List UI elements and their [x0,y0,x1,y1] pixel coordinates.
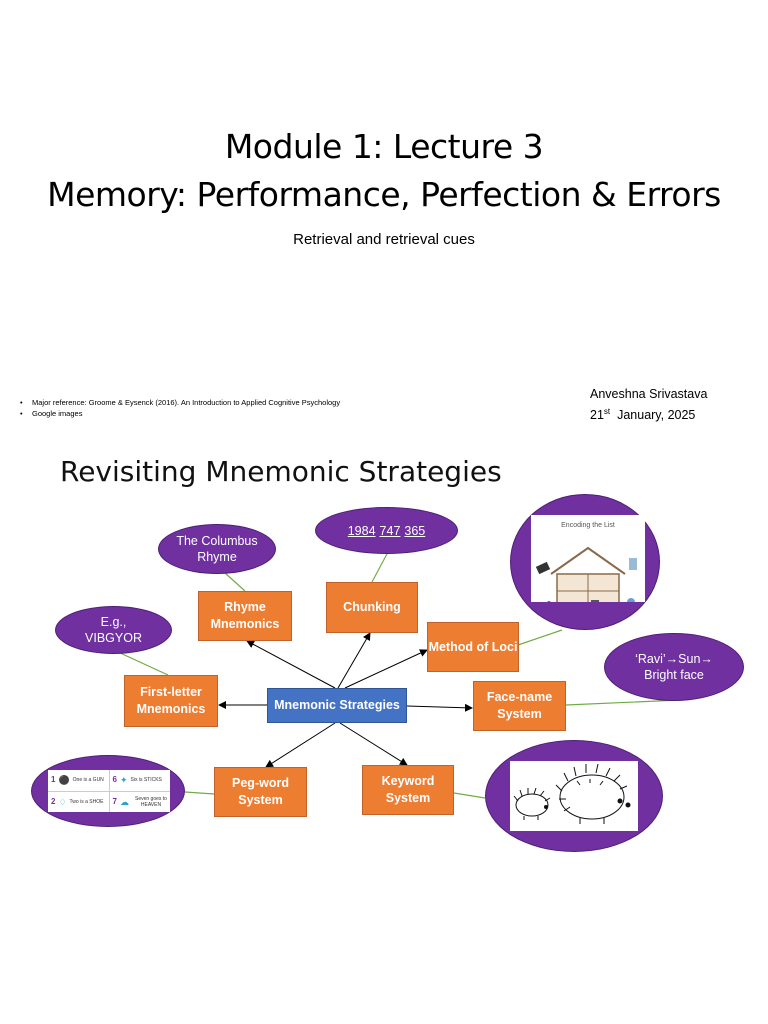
arrow-to-face-name [406,703,473,712]
rhyme-mnemonics-node: Rhyme Mnemonics [198,591,292,641]
arrow-to-rhyme [246,640,336,689]
references-list: Major reference: Groome & Eysenck (2016)… [20,397,340,419]
ravi-sun-ellipse: ‘Ravi’→Sun→ Bright face [604,633,744,701]
lecture-subtitle-heading: Memory: Performance, Perfection & Errors [47,175,721,214]
author-name: Anveshna Srivastava [590,387,708,401]
lecture-date: 21st January, 2025 [590,407,696,423]
link-loci-image [517,629,563,646]
author-block: Anveshna Srivastava 21st January, 2025 [590,386,707,424]
chunk-number: 1984 [347,523,376,538]
loci-image-ellipse: Encoding the List [510,494,660,630]
peg-word-image: 1 ⚫ One is a GUN 6 ✦ Six is STICKS 2 ♢ T… [48,770,170,812]
link-chunking-numbers [371,551,389,583]
lecture-title: Module 1: Lecture 3 [224,127,544,166]
chunk-number: 365 [404,523,426,538]
link-keyword-image [453,792,486,799]
slide-title: Revisiting Mnemonic Strategies [60,455,502,488]
face-name-system-node: Face-name System [473,681,566,731]
peg-word-image-ellipse: 1 ⚫ One is a GUN 6 ✦ Six is STICKS 2 ♢ T… [31,755,185,827]
first-letter-mnemonics-node: First-letter Mnemonics [124,675,218,727]
chunking-example-ellipse: 1984 747 365 [315,507,458,554]
arrow-to-peg-word [265,722,336,768]
reference-item: Major reference: Groome & Eysenck (2016)… [20,397,340,408]
keyword-system-node: Keyword System [362,765,454,815]
hedgehog-image [510,761,638,831]
mnemonic-strategies-node: Mnemonic Strategies [267,688,407,723]
arrow-to-chunking [337,632,371,689]
lecture-topic: Retrieval and retrieval cues [293,231,475,248]
link-facename-ravi [565,699,681,706]
reference-item: Google images [20,408,340,419]
chunking-node: Chunking [326,582,418,633]
peg-item: 6 ✦ Six is STICKS [109,770,170,791]
loci-house-image: Encoding the List [531,515,645,602]
link-firstletter-vibgyor [117,651,169,676]
peg-word-system-node: Peg-word System [214,767,307,817]
peg-item: 7 ☁ Seven goes to HEAVEN [109,791,170,812]
columbus-rhyme-ellipse: The Columbus Rhyme [158,524,276,574]
keyword-image-ellipse [485,740,663,852]
link-pegword-image [184,791,215,795]
arrow-to-loci [344,649,428,689]
method-of-loci-node: Method of Loci [427,622,519,672]
chunk-number: 747 [379,523,401,538]
peg-item: 1 ⚫ One is a GUN [48,770,109,791]
house-illustration [535,546,637,602]
vibgyor-ellipse: E.g., VIBGYOR [55,606,172,654]
hedgehog-illustration [513,763,631,824]
peg-item: 2 ♢ Two is a SHOE [48,791,109,812]
link-rhyme-columbus [224,572,246,592]
arrow-to-keyword [339,722,408,766]
